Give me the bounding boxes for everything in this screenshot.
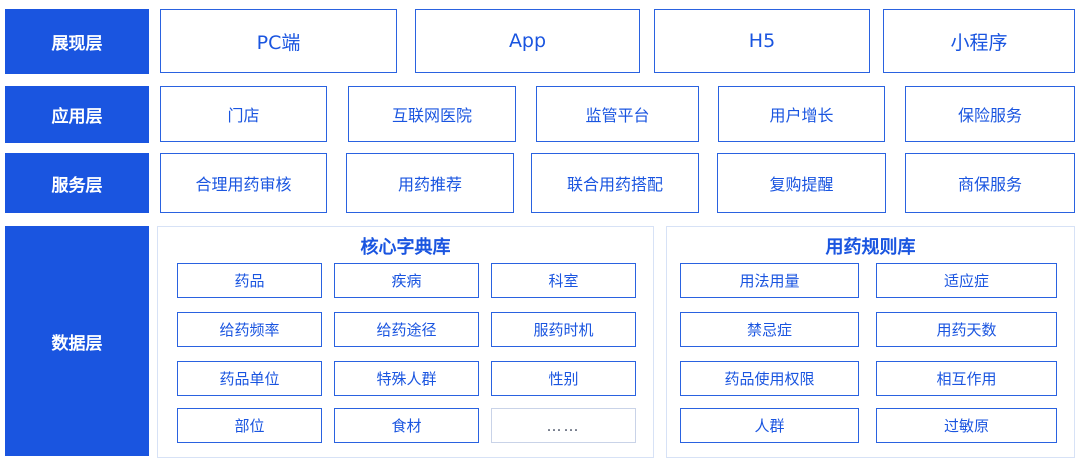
application-item-insurance-service: 保险服务 xyxy=(905,86,1075,142)
rule-item-allergen: 过敏原 xyxy=(876,408,1057,443)
dictionary-item-dosing-timing: 服药时机 xyxy=(491,312,636,347)
dictionary-item-administration-route: 给药途径 xyxy=(334,312,479,347)
rule-item-population: 人群 xyxy=(680,408,859,443)
dictionary-item-body-part: 部位 xyxy=(177,408,322,443)
layer-label-presentation: 展现层 xyxy=(5,9,149,74)
dictionary-item-drug: 药品 xyxy=(177,263,322,298)
application-item-user-growth: 用户增长 xyxy=(718,86,885,142)
service-item-repurchase-reminder: 复购提醒 xyxy=(717,153,886,213)
presentation-item-pc: PC端 xyxy=(160,9,397,73)
dictionary-item-gender: 性别 xyxy=(491,361,636,396)
dictionary-item-drug-unit: 药品单位 xyxy=(177,361,322,396)
service-item-combination-drug: 联合用药搭配 xyxy=(531,153,699,213)
layer-label-service: 服务层 xyxy=(5,153,149,213)
service-item-rational-drug-review: 合理用药审核 xyxy=(160,153,327,213)
presentation-item-mini-program: 小程序 xyxy=(883,9,1075,73)
rule-item-contraindication: 禁忌症 xyxy=(680,312,859,347)
rule-item-indication: 适应症 xyxy=(876,263,1057,298)
dictionary-item-more: …… xyxy=(491,408,636,443)
service-item-commercial-insurance: 商保服务 xyxy=(905,153,1075,213)
application-item-internet-hospital: 互联网医院 xyxy=(348,86,516,142)
layer-label-data: 数据层 xyxy=(5,226,149,456)
presentation-item-h5: H5 xyxy=(654,9,870,73)
rule-item-usage-dosage: 用法用量 xyxy=(680,263,859,298)
layer-label-application: 应用层 xyxy=(5,86,149,143)
rule-library-title: 用药规则库 xyxy=(825,237,916,258)
application-item-store: 门店 xyxy=(160,86,327,142)
rule-item-drug-permission: 药品使用权限 xyxy=(680,361,859,396)
dictionary-item-food: 食材 xyxy=(334,408,479,443)
application-item-supervision-platform: 监管平台 xyxy=(536,86,699,142)
rule-item-medication-days: 用药天数 xyxy=(876,312,1057,347)
core-dictionary-title: 核心字典库 xyxy=(360,237,451,258)
dictionary-item-disease: 疾病 xyxy=(334,263,479,298)
service-item-drug-recommendation: 用药推荐 xyxy=(346,153,514,213)
dictionary-item-department: 科室 xyxy=(491,263,636,298)
rule-item-interaction: 相互作用 xyxy=(876,361,1057,396)
dictionary-item-dosing-frequency: 给药频率 xyxy=(177,312,322,347)
presentation-item-app: App xyxy=(415,9,640,73)
dictionary-item-special-population: 特殊人群 xyxy=(334,361,479,396)
